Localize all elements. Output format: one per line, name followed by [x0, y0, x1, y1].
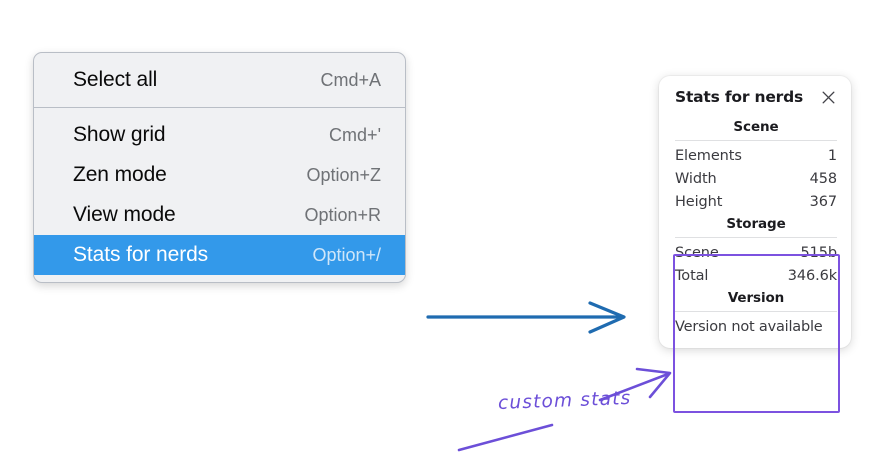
menu-item-shortcut: Option+Z — [306, 164, 381, 185]
menu-item-label: Show grid — [73, 123, 166, 146]
menu-item-zen-mode[interactable]: Zen mode Option+Z — [34, 155, 405, 195]
stat-label: Scene — [675, 244, 719, 261]
menu-group-selection: Select all Cmd+A — [34, 60, 405, 107]
canvas-context-menu[interactable]: Select all Cmd+A Show grid Cmd+' Zen mod… — [33, 52, 406, 283]
stats-for-nerds-panel: Stats for nerds Scene Elements 1 Width 4… — [659, 76, 851, 348]
stat-label: Width — [675, 170, 717, 187]
annotation-tail-stroke — [457, 423, 554, 452]
stat-label: Height — [675, 193, 723, 210]
version-value: Version not available — [675, 319, 823, 335]
menu-item-stats-for-nerds[interactable]: Stats for nerds Option+/ — [34, 235, 405, 275]
menu-group-view: Show grid Cmd+' Zen mode Option+Z View m… — [34, 107, 405, 275]
menu-item-view-mode[interactable]: View mode Option+R — [34, 195, 405, 235]
stat-value: 458 — [809, 170, 837, 187]
menu-item-label: Select all — [73, 68, 158, 91]
stat-value: 367 — [809, 193, 837, 210]
section-heading-storage: Storage — [726, 216, 786, 232]
menu-item-shortcut: Cmd+' — [329, 124, 381, 145]
menu-item-label: Zen mode — [73, 163, 167, 186]
handwritten-note-custom-stats: custom stats — [497, 387, 632, 414]
stat-row-height: Height 367 — [675, 190, 837, 213]
menu-item-label: View mode — [73, 203, 176, 226]
stat-value: 346.6k — [787, 267, 837, 284]
stat-label: Elements — [675, 147, 742, 164]
stat-row-width: Width 458 — [675, 167, 837, 190]
menu-item-show-grid[interactable]: Show grid Cmd+' — [34, 115, 405, 155]
section-divider — [675, 311, 837, 312]
section-heading-scene: Scene — [733, 119, 779, 135]
section-divider — [675, 237, 837, 238]
menu-item-label: Stats for nerds — [73, 243, 209, 266]
section-divider — [675, 140, 837, 141]
stat-row-storage-scene: Scene 515b — [675, 241, 837, 264]
stat-row-elements: Elements 1 — [675, 144, 837, 167]
panel-header: Stats for nerds — [659, 88, 851, 106]
menu-item-select-all[interactable]: Select all Cmd+A — [34, 60, 405, 100]
stat-row-storage-total: Total 346.6k — [675, 264, 837, 287]
menu-item-shortcut: Option+/ — [312, 244, 381, 265]
stat-value: 515b — [800, 244, 838, 261]
stat-label: Total — [675, 267, 709, 284]
menu-item-shortcut: Cmd+A — [320, 69, 381, 90]
section-heading-version: Version — [727, 290, 785, 306]
menu-item-shortcut: Option+R — [304, 204, 381, 225]
flow-arrow-blue — [426, 301, 626, 334]
panel-title: Stats for nerds — [675, 88, 804, 106]
close-icon[interactable] — [820, 89, 837, 106]
panel-body: Scene Elements 1 Width 458 Height 367 St… — [659, 116, 851, 337]
stat-value: 1 — [827, 147, 837, 164]
